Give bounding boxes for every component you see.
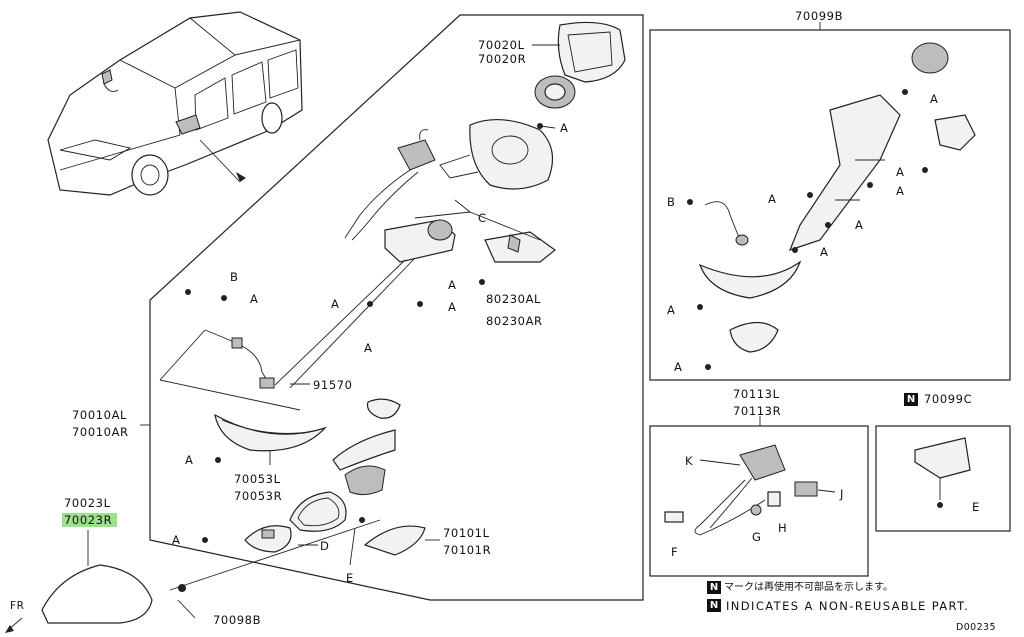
letter-a: A (855, 218, 864, 232)
box-70099C (875, 425, 1011, 532)
cover-arm (332, 429, 396, 471)
letter-c: C (478, 211, 487, 225)
leader-lines-main (140, 199, 541, 619)
letter-a: A (896, 184, 905, 198)
label-80230AR: 80230AR (486, 314, 543, 328)
label-70020R: 70020R (478, 52, 527, 66)
box-70113-parts (664, 444, 836, 536)
letter-a: A (560, 121, 569, 135)
pad-upper (366, 398, 401, 419)
letter-a: A (930, 92, 939, 106)
label-80230AL: 80230AL (486, 292, 542, 306)
letter-k: K (685, 454, 694, 468)
letter-a: A (331, 297, 340, 311)
letter-d: D (320, 539, 330, 553)
letter-a: A (448, 278, 457, 292)
letter-b: B (230, 270, 239, 284)
letter-a: A (364, 341, 373, 355)
label-70101R: 70101R (443, 543, 492, 557)
gasket (289, 491, 347, 532)
label-70101L: 70101L (443, 526, 490, 540)
non-reusable-badge (904, 393, 918, 406)
letter-a: A (667, 303, 676, 317)
label-70023R: 70023R (64, 513, 113, 527)
note-japanese: マークは再使用不可部品を示します。 (724, 582, 893, 593)
mirror-cover-70023 (41, 513, 153, 624)
label-70010AR: 70010AR (72, 425, 129, 439)
fr-label: FR (10, 600, 25, 612)
note-badge-en-letter: N (709, 600, 719, 611)
letter-e: E (972, 500, 980, 514)
letter-a: A (250, 292, 259, 306)
letter-a: A (674, 360, 683, 374)
letter-h: H (778, 521, 788, 535)
bracket-80230 (484, 231, 556, 263)
letter-a: A (896, 165, 905, 179)
turn-lamp-70053 (214, 413, 327, 452)
label-70020L: 70020L (478, 38, 525, 52)
label-70098B: 70098B (213, 613, 262, 627)
note-badge-jp-letter: N (709, 582, 719, 593)
box-70099B (649, 29, 1011, 381)
label-70023L: 70023L (64, 496, 111, 510)
letter-a: A (820, 245, 829, 259)
note-badge-jp (707, 581, 721, 594)
fr-arrow-icon (5, 617, 23, 633)
letter-a: A (768, 192, 777, 206)
puddle-lamp-D (244, 525, 292, 553)
label-70053R: 70053R (234, 489, 283, 503)
non-reusable-badge-letter: N (906, 394, 916, 405)
mirror-glass-70020 (532, 21, 626, 83)
screw-icons-main (178, 123, 556, 592)
label-70053L: 70053L (234, 472, 281, 486)
box-70099C-parts (914, 437, 971, 508)
vehicle-illustration (47, 11, 303, 196)
cover-70101 (363, 525, 426, 556)
label-70113R: 70113R (733, 404, 782, 418)
letter-a: A (172, 533, 181, 547)
note-english: INDICATES A NON-REUSABLE PART. (726, 599, 970, 613)
mirror-housing (439, 118, 554, 190)
letter-a: A (448, 300, 457, 314)
box-70113 (649, 425, 869, 577)
letter-a: A (185, 453, 194, 467)
note-badge-en (707, 599, 721, 612)
harness-91570 (204, 329, 275, 389)
label-70113L: 70113L (733, 387, 780, 401)
letter-f: F (671, 545, 679, 559)
letter-g: G (752, 530, 762, 544)
base-gear (344, 465, 386, 496)
highlight-70023R (62, 513, 117, 527)
label-70010AL: 70010AL (72, 408, 128, 422)
label-70099B: 70099B (795, 9, 844, 23)
letter-b: B (667, 195, 676, 209)
diagram-code: D00235 (956, 622, 996, 633)
mirror-base (274, 219, 456, 389)
main-assembly-frame (149, 14, 644, 601)
letter-j: J (840, 487, 844, 501)
harness-loop (344, 129, 436, 241)
box-70099B-parts (687, 42, 976, 370)
mirror-motor (534, 75, 576, 109)
letter-e: E (346, 571, 354, 585)
label-91570: 91570 (313, 378, 353, 392)
label-70099C: 70099C (924, 392, 973, 406)
